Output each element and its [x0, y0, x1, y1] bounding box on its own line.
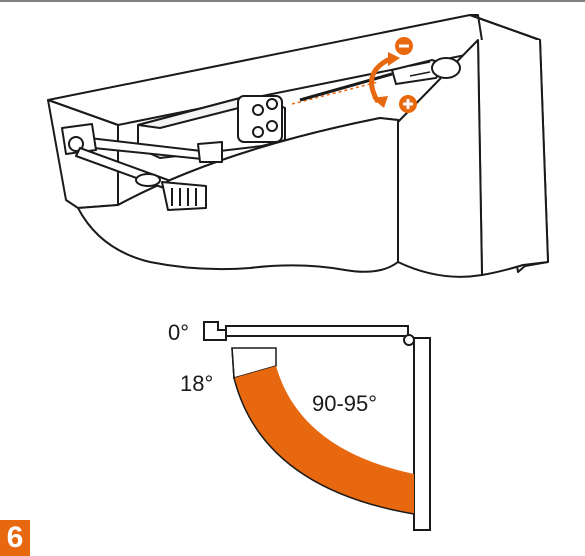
rotate-arrow-head-top: [388, 52, 400, 66]
adjust-screw-2: [266, 98, 278, 110]
swing-zone: [234, 366, 414, 514]
arm-shoe-upper: [197, 141, 223, 163]
door-leaf-closed: [225, 325, 409, 337]
top-divider: [0, 0, 585, 2]
minus-icon: [395, 37, 413, 55]
adjust-screw-3: [266, 120, 278, 132]
adjust-screw-1: [252, 104, 264, 116]
door-wavy-edge: [77, 117, 399, 273]
angle-closed-label: 0°: [168, 320, 189, 345]
forearm-sleeve: [135, 173, 161, 187]
door-closer-illustration: [47, 14, 549, 278]
frame-right-body: [477, 39, 549, 276]
step-number-badge: 6: [0, 520, 30, 556]
rotate-arrow-head-bottom: [372, 96, 388, 108]
angle-open-label: 90-95°: [312, 391, 377, 416]
rotate-arrow-icon: [369, 55, 394, 104]
adjust-screw-4: [252, 126, 264, 138]
arm-shoe-lower: [161, 181, 207, 211]
screwdriver: [291, 57, 461, 105]
door-leaf-open: [413, 337, 431, 531]
plus-icon: [399, 95, 417, 113]
door-face: [397, 39, 483, 278]
angle-diagram: 0° 18° 90-95°: [168, 320, 431, 531]
pivot-point: [403, 334, 415, 346]
angle-latch-label: 18°: [180, 371, 213, 396]
shoe-ribs: [171, 188, 197, 206]
frame-stub: [203, 321, 227, 341]
